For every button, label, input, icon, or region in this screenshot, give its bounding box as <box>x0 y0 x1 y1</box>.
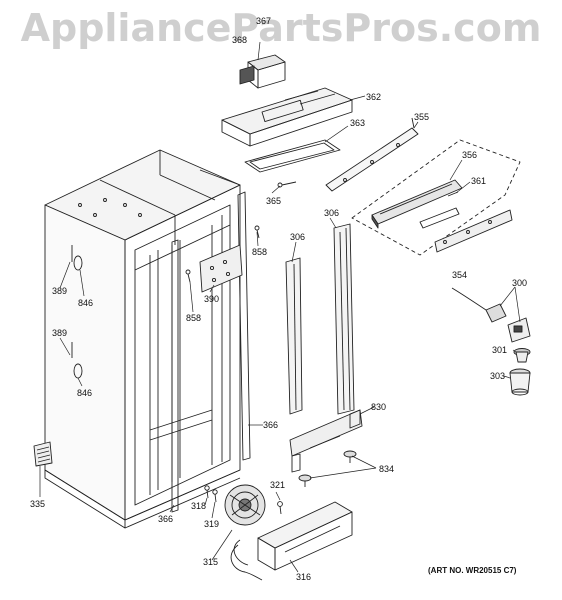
callout-300: 300 <box>512 278 528 288</box>
callout-389-upper: 389 <box>52 286 68 296</box>
callout-846-lower: 846 <box>77 388 93 398</box>
callout-301: 301 <box>492 345 508 355</box>
callout-355: 355 <box>414 112 430 122</box>
part-354-group <box>351 139 521 256</box>
part-300-socket <box>451 287 531 343</box>
callout-356: 356 <box>462 150 478 160</box>
part-335-grille <box>33 441 53 467</box>
callout-366-right: 366 <box>263 420 279 430</box>
callout-368: 368 <box>232 35 248 45</box>
parts-318-319-321 <box>204 485 283 515</box>
part-830-bracket <box>289 409 363 473</box>
cabinet-case <box>44 149 241 529</box>
callout-306-left: 306 <box>290 232 306 242</box>
callout-390: 390 <box>204 294 220 304</box>
callout-315: 315 <box>203 557 219 567</box>
callout-316: 316 <box>296 572 312 582</box>
callout-834: 834 <box>379 464 395 474</box>
callout-858-lower: 858 <box>186 313 202 323</box>
part-363-frame <box>244 139 341 173</box>
callout-319: 319 <box>204 519 220 529</box>
callout-362: 362 <box>366 92 382 102</box>
part-303-cover <box>509 368 531 396</box>
callout-367: 367 <box>256 16 272 26</box>
watermark: AppliancePartsPros.com <box>20 6 542 50</box>
callout-366-left: 366 <box>158 514 174 524</box>
callout-365: 365 <box>266 196 282 206</box>
leader-lines <box>39 41 521 573</box>
part-316-cover <box>257 501 353 571</box>
part-365-clip <box>277 181 297 188</box>
part-390-plate <box>185 225 260 293</box>
callout-335: 335 <box>30 499 46 509</box>
callout-363: 363 <box>350 118 366 128</box>
part-355-bracket <box>325 117 419 192</box>
callout-361: 361 <box>471 176 487 186</box>
part-834-feet <box>298 450 357 487</box>
part-366-strips <box>171 191 251 513</box>
callout-858-upper: 858 <box>252 247 268 257</box>
part-301-bulb <box>513 348 531 363</box>
callout-306-right: 306 <box>324 208 340 218</box>
callout-318: 318 <box>191 501 207 511</box>
art-number: (ART NO. WR20515 C7) <box>428 566 517 575</box>
part-315-fan <box>224 484 266 581</box>
callout-389-lower: 389 <box>52 328 68 338</box>
part-362-duct <box>221 87 353 147</box>
callout-830: 830 <box>371 402 387 412</box>
callout-354: 354 <box>452 270 468 280</box>
callout-321: 321 <box>270 480 286 490</box>
part-306-channels <box>285 223 355 415</box>
part-367-368 <box>239 54 286 89</box>
callout-846-upper: 846 <box>78 298 94 308</box>
callout-303: 303 <box>490 371 506 381</box>
